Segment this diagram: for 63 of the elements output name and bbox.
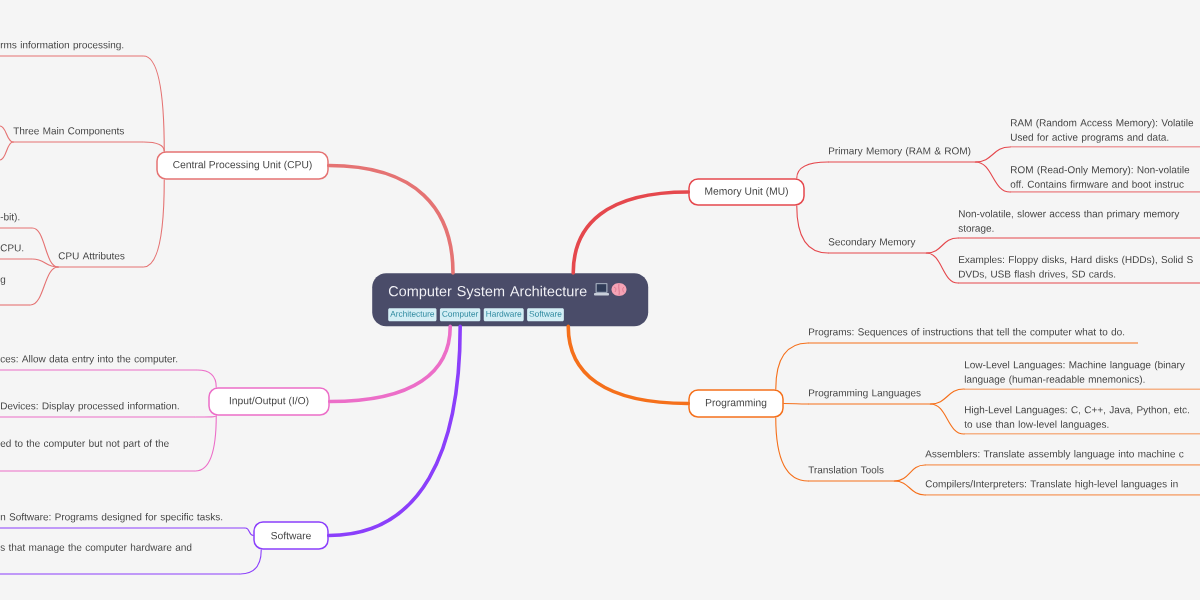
connector xyxy=(142,179,165,268)
connector xyxy=(194,415,217,472)
topic-text: High-Level Languages: C, C++, Java, Python, etc. to use than low-level languages. xyxy=(963,406,1200,435)
connector xyxy=(775,417,809,482)
topic-text: RAM (Random Access Memory): Volatile Used for active programs and data. xyxy=(1009,119,1200,148)
topic-box: Input/Output (I/O) xyxy=(208,387,330,416)
connector xyxy=(796,205,829,254)
connector xyxy=(326,163,455,275)
connector xyxy=(571,190,691,275)
connector xyxy=(929,388,965,405)
connector xyxy=(893,480,926,496)
topic-box: Programming xyxy=(688,389,784,418)
connector xyxy=(29,266,59,306)
connector xyxy=(775,342,809,390)
topic-text: Non-volatile, slower access than primary memory storage. xyxy=(957,210,1200,239)
topic-text: g xyxy=(0,277,31,306)
topic-text: Primary Memory (RAM & ROM) xyxy=(827,147,976,163)
topic-text: Programs: Sequences of instructions that tell the computer what to do. xyxy=(807,328,1139,344)
connector xyxy=(326,324,462,538)
topic-text: ROM (Read-Only Memory): Non-volatile off. Contains firmware and boot instruc xyxy=(1009,165,1200,193)
topic-text: CPU. xyxy=(0,244,33,260)
connector xyxy=(239,549,262,575)
connector xyxy=(796,161,829,179)
connector xyxy=(31,258,59,268)
topic-text: s that manage the computer hardware and xyxy=(0,543,241,575)
connector xyxy=(142,55,165,152)
topic-text: Secondary Memory xyxy=(827,238,927,254)
topic-box: Central Processing Unit (CPU) xyxy=(156,151,329,180)
connector xyxy=(0,141,14,161)
tag: Hardware xyxy=(483,308,524,322)
connector xyxy=(194,415,217,418)
topic-text: Examples: Floppy disks, Hard disks (HDDs), Solid S DVDs, USB flash drives, SD cards. xyxy=(957,255,1200,284)
topic-text: Compilers/Interpreters: Translate high-level languages in xyxy=(924,480,1200,496)
connector xyxy=(566,324,691,406)
connector xyxy=(893,464,926,482)
topic-text: Devices: Display processed information. xyxy=(0,402,196,418)
topic-text: Assemblers: Translate assembly language into machine c xyxy=(924,450,1200,466)
topic-text: n Software: Programs designed for specific tasks. xyxy=(0,513,246,529)
topic-text: Translation Tools xyxy=(807,466,895,482)
topic-text: Programming Languages xyxy=(807,389,931,405)
connector xyxy=(142,141,165,152)
connector xyxy=(783,402,809,405)
topic-text: Three Main Components xyxy=(12,127,144,143)
connector xyxy=(925,237,959,254)
tag: Architecture xyxy=(388,308,437,322)
connector xyxy=(974,146,1011,163)
connector xyxy=(974,161,1011,193)
topic-box: Memory Unit (MU) xyxy=(688,178,805,206)
connector xyxy=(929,403,965,435)
tag: Computer xyxy=(439,308,481,322)
tag: Software xyxy=(527,308,564,322)
topic-text: rms information processing. xyxy=(0,41,144,57)
connector xyxy=(327,324,453,404)
topic-text: -bit). xyxy=(0,213,33,229)
topic-text: ces: Allow data entry into the computer. xyxy=(0,355,198,371)
connector xyxy=(0,125,14,143)
connector xyxy=(196,369,217,388)
connector xyxy=(925,252,959,284)
topic-text: ed to the computer but not part of the xyxy=(0,439,196,472)
topic-text: CPU Attributes xyxy=(57,252,144,268)
topic-text: Low-Level Languages: Machine language (binary language (human-readable mnemonics). xyxy=(963,361,1200,390)
connector xyxy=(244,527,254,537)
topic-box: Software xyxy=(253,521,329,550)
